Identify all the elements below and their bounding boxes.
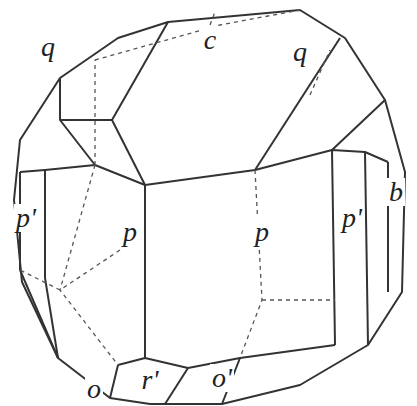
face-label: p <box>121 218 139 246</box>
face-label: r' <box>140 366 161 394</box>
face-label: q <box>39 33 57 61</box>
face-label: p <box>253 218 271 246</box>
face-label: o <box>85 375 103 403</box>
face-label: c <box>202 26 218 54</box>
face-label: p' <box>340 204 364 232</box>
face-label: b <box>387 178 405 206</box>
face-label: p' <box>14 204 38 232</box>
face-label: q <box>291 38 309 66</box>
face-label: o' <box>210 364 234 392</box>
